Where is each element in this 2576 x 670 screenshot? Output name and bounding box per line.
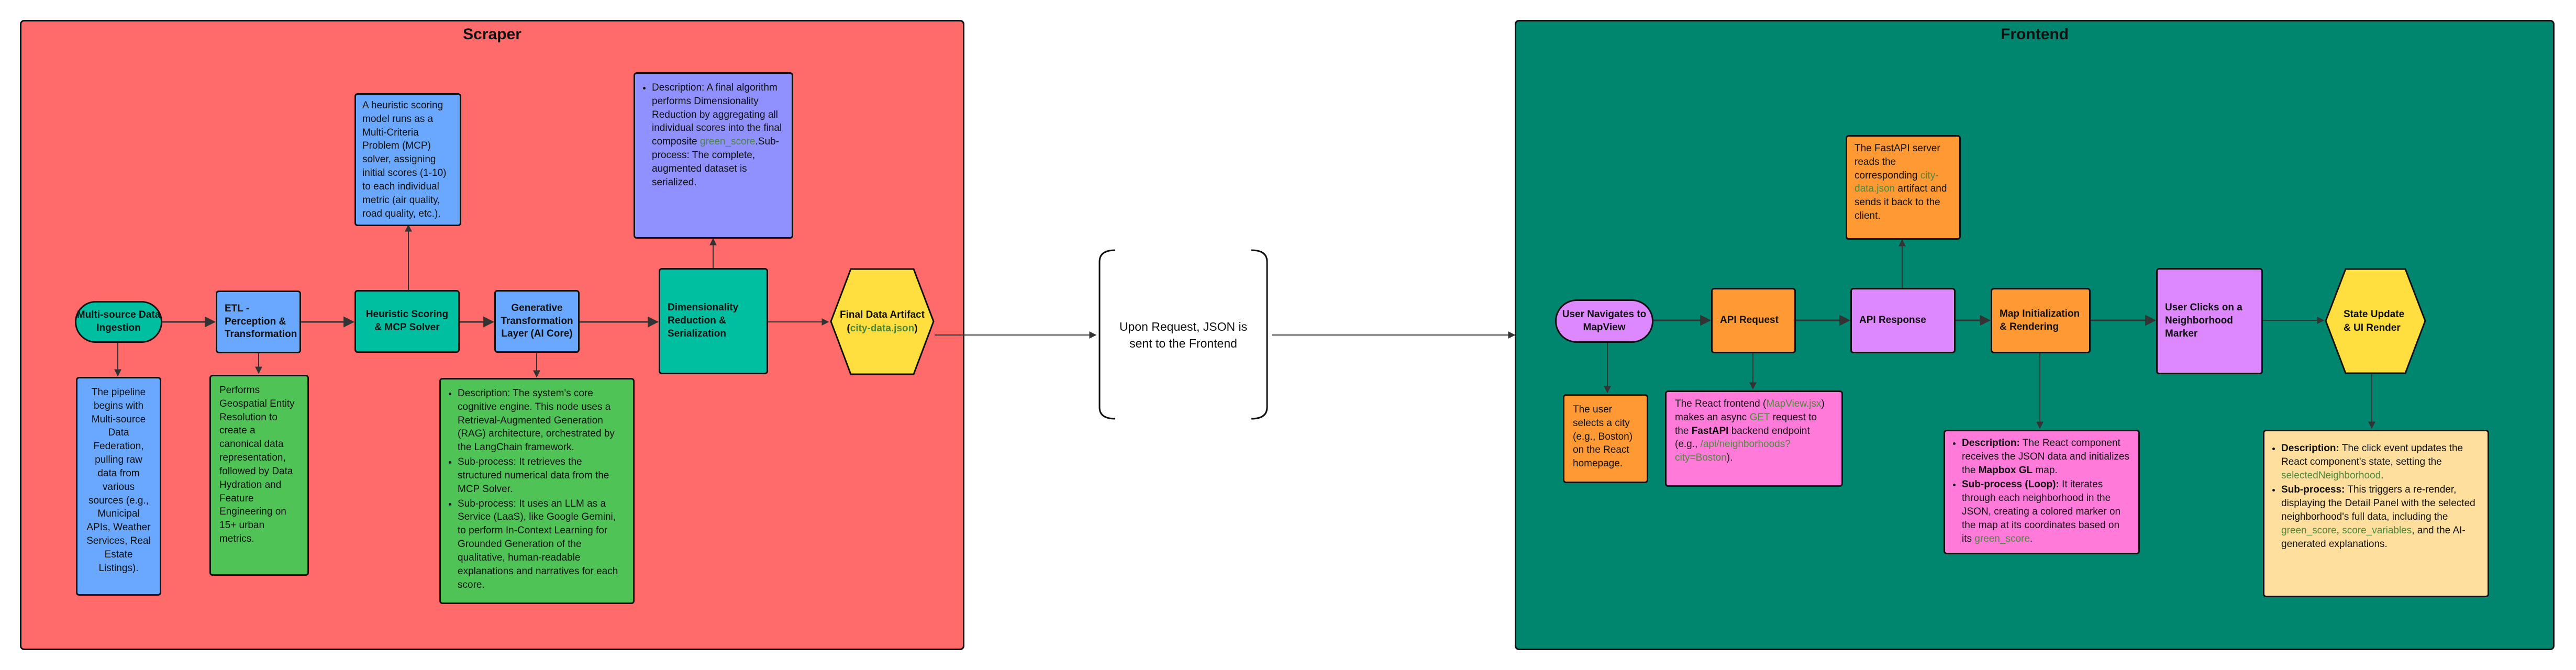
note-generative: Description: The system's core cognitive… <box>439 378 635 604</box>
note-state-item-1: Description: The click event updates the… <box>2281 442 2479 482</box>
node-generative-transformation-label: Generative Transformation Layer (AI Core… <box>501 302 573 340</box>
api-req-p5: ). <box>1726 452 1733 464</box>
note-map-item-1: Description: The React component receive… <box>1962 437 2130 477</box>
scraper-group-title: Scraper <box>463 26 521 43</box>
api-req-p1: The React frontend ( <box>1675 398 1767 409</box>
artifact-close-paren: ) <box>914 322 918 334</box>
hexagon-shape <box>830 268 935 375</box>
node-final-data-artifact: Final Data Artifact (city-data.json) <box>830 268 935 375</box>
note-user-navigates-text: The user selects a city (e.g., Boston) o… <box>1573 404 1633 470</box>
state-sub-mid: , <box>2336 524 2342 536</box>
map-desc-label: Description: <box>1962 438 2020 449</box>
note-heuristic: A heuristic scoring model runs as a Mult… <box>354 93 461 226</box>
state-desc-label: Description: <box>2281 443 2339 454</box>
note-state-item-2: Sub-process: This triggers a re-render, … <box>2281 483 2479 551</box>
map-desc-end: map. <box>2033 464 2058 476</box>
node-state-update-text: State Update & UI Render <box>2344 308 2405 333</box>
node-multi-source-ingestion-label: Multi-source Data Ingestion <box>76 309 161 333</box>
node-api-request-label: API Request <box>1720 315 1779 326</box>
note-etl: Performs Geospatial Entity Resolution to… <box>209 375 309 576</box>
node-user-clicks-marker: User Clicks on a Neighborhood Marker <box>2156 268 2263 374</box>
map-sub-text: It iterates through each neighborhood in… <box>1962 479 2121 544</box>
map-desc-text: The React component receives the JSON da… <box>1962 438 2129 476</box>
api-req-code-mapview: MapView.jsx <box>1766 398 1822 409</box>
node-map-initialization-label: Map Initialization & Rendering <box>2000 308 2080 332</box>
note-map-item-2: Sub-process (Loop): It iterates through … <box>1962 478 2130 545</box>
state-sub-code-2: score_variables <box>2342 524 2412 536</box>
api-resp-p2: artifact and sends it back to the client… <box>1855 183 1947 222</box>
api-req-p2: ) makes an async <box>1675 398 1825 423</box>
note-etl-text: Performs Geospatial Entity Resolution to… <box>219 385 295 545</box>
api-resp-code: city-data.json <box>1855 170 1939 195</box>
node-state-update-label: State Update & UI Render <box>2325 268 2426 374</box>
bridge-brace-left <box>1098 249 1116 420</box>
state-sub-end: , and the AI-generated explanations. <box>2281 524 2466 550</box>
note-user-navigates: The user selects a city (e.g., Boston) o… <box>1563 394 1648 483</box>
state-desc-end: . <box>2381 470 2384 481</box>
map-desc-mapbox: Mapbox GL <box>1978 464 2033 476</box>
node-user-navigates-label: User Navigates to MapView <box>1562 308 1647 333</box>
node-api-request: API Request <box>1711 288 1796 353</box>
note-map-list: Description: The React component receive… <box>1951 437 2130 546</box>
note-dimensionality-item: Description: A final algorithm performs … <box>652 81 783 189</box>
state-desc-code: selectedNeighborhood <box>2281 470 2381 481</box>
api-req-p3: request to the <box>1675 411 1817 437</box>
note-state-update: Description: The click event updates the… <box>2263 430 2489 597</box>
map-sub-label: Sub-process (Loop): <box>1962 479 2059 490</box>
api-req-code-get: GET <box>1749 411 1770 423</box>
map-sub-end: . <box>2029 533 2033 544</box>
node-generative-transformation: Generative Transformation Layer (AI Core… <box>494 290 580 353</box>
node-final-data-artifact-label: Final Data Artifact (city-data.json) <box>830 268 935 375</box>
node-etl-label: ETL - Perception & Transformation <box>225 303 297 340</box>
note-pipeline: The pipeline begins with Multi-source Da… <box>76 377 161 596</box>
note-api-response: The FastAPI server reads the correspondi… <box>1846 135 1961 240</box>
api-resp-p1: The FastAPI server reads the correspondi… <box>1855 143 1940 181</box>
node-user-navigates: User Navigates to MapView <box>1555 299 1653 343</box>
bridge-brace-right <box>1251 249 1268 420</box>
note-heuristic-text: A heuristic scoring model runs as a Mult… <box>362 100 447 219</box>
node-dimensionality-reduction-label: Dimensionality Reduction & Serialization <box>668 302 739 339</box>
node-map-initialization: Map Initialization & Rendering <box>1991 288 2091 353</box>
bridge-label: Upon Request, JSON is sent to the Fronte… <box>1113 272 1254 398</box>
state-sub-label: Sub-process: <box>2281 484 2345 496</box>
api-req-code-endpoint: /api/neighborhoods?city=Boston <box>1675 439 1791 464</box>
frontend-group-title: Frontend <box>2001 26 2069 43</box>
node-dimensionality-reduction: Dimensionality Reduction & Serialization <box>659 268 768 374</box>
map-sub-code: green_score <box>1974 533 2030 544</box>
state-sub-text: This triggers a re-render, displaying th… <box>2281 484 2475 523</box>
node-etl: ETL - Perception & Transformation <box>216 291 301 353</box>
note-generative-item-3: Sub-process: It uses an LLM as a Service… <box>458 497 625 592</box>
note-state-list: Description: The click event updates the… <box>2271 442 2479 551</box>
note-generative-item-1: Description: The system's core cognitive… <box>458 387 625 454</box>
bridge-label-text: Upon Request, JSON is sent to the Fronte… <box>1119 319 1248 350</box>
hexagon-shape <box>2325 268 2426 374</box>
note-dimensionality-text-2: .Sub-process: The complete, augmented da… <box>652 136 779 188</box>
note-map-initialization: Description: The React component receive… <box>1944 430 2140 554</box>
note-dimensionality-code: green_score <box>699 136 756 148</box>
note-dimensionality-text-1: Description: A final algorithm performs … <box>652 82 782 148</box>
note-dimensionality: Description: A final algorithm performs … <box>634 72 793 239</box>
node-heuristic-scoring: Heuristic Scoring & MCP Solver <box>354 290 460 353</box>
note-generative-list: Description: The system's core cognitive… <box>447 387 625 591</box>
node-user-clicks-marker-label: User Clicks on a Neighborhood Marker <box>2165 302 2242 339</box>
api-req-fastapi: FastAPI <box>1691 425 1729 437</box>
note-api-request: The React frontend (MapView.jsx) makes a… <box>1665 390 1843 487</box>
node-multi-source-ingestion: Multi-source Data Ingestion <box>75 301 162 343</box>
note-generative-item-2: Sub-process: It retrieves the structured… <box>458 455 625 496</box>
artifact-open-paren: ( <box>847 322 850 334</box>
note-pipeline-text: The pipeline begins with Multi-source Da… <box>86 387 151 574</box>
node-api-response: API Response <box>1850 288 1956 353</box>
artifact-title: Final Data Artifact <box>840 309 925 320</box>
state-desc-text: The click event updates the React compon… <box>2281 443 2463 467</box>
node-heuristic-scoring-label: Heuristic Scoring & MCP Solver <box>365 309 449 333</box>
state-sub-code-1: green_score <box>2281 524 2337 536</box>
node-state-update: State Update & UI Render <box>2325 268 2426 374</box>
node-api-response-label: API Response <box>1859 315 1926 326</box>
api-req-p4: backend endpoint (e.g., <box>1675 425 1810 450</box>
note-dimensionality-list: Description: A final algorithm performs … <box>641 81 783 189</box>
artifact-code: city-data.json <box>850 322 915 334</box>
